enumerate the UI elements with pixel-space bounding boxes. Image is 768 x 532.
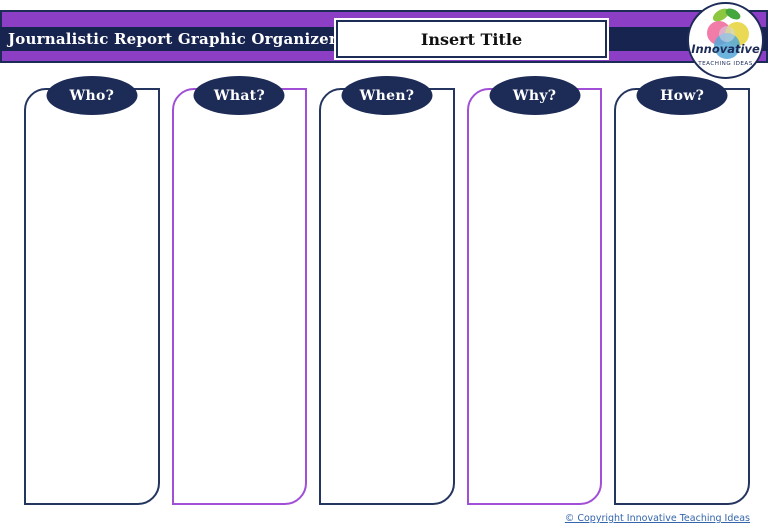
column-when-header-oval: When? (341, 76, 433, 115)
column-when-label: When? (359, 87, 415, 104)
column-what: What? (171, 76, 308, 505)
column-what-content[interactable] (174, 116, 306, 503)
column-why: Why? (466, 76, 603, 505)
brand-tagline: TEACHING IDEAS (689, 61, 762, 67)
brand-tagline-text: TEACHING IDEAS (698, 61, 753, 67)
apple-icon (707, 8, 749, 59)
column-why-label: Why? (512, 87, 557, 104)
column-who-label: Who? (69, 87, 115, 104)
page-title: Journalistic Report Graphic Organizer (8, 30, 337, 48)
column-what-label: What? (213, 87, 265, 104)
column-when: When? (319, 76, 455, 505)
column-what-header-oval: What? (193, 76, 285, 115)
column-why-header-oval: Why? (489, 76, 581, 115)
column-who-content[interactable] (26, 116, 158, 503)
column-how-label: How? (660, 87, 705, 104)
insert-title-placeholder: Insert Title (420, 29, 523, 49)
insert-title-field[interactable]: Insert Title (334, 18, 609, 60)
columns-container: Who? What? When? Why? How? (24, 76, 750, 505)
column-who: Who? (24, 76, 160, 505)
tagline-rule-right (754, 63, 762, 65)
brand-logo: Innovative TEACHING IDEAS (687, 2, 764, 79)
column-how: How? (614, 76, 750, 505)
column-why-content[interactable] (469, 116, 601, 503)
column-when-content[interactable] (321, 116, 453, 503)
copyright-link[interactable]: © Copyright Innovative Teaching Ideas (564, 513, 750, 524)
tagline-rule-left (689, 63, 697, 65)
column-who-header-oval: Who? (46, 76, 138, 115)
column-how-header-oval: How? (636, 76, 728, 115)
brand-name: Innovative (691, 42, 760, 56)
column-how-content[interactable] (616, 116, 748, 503)
